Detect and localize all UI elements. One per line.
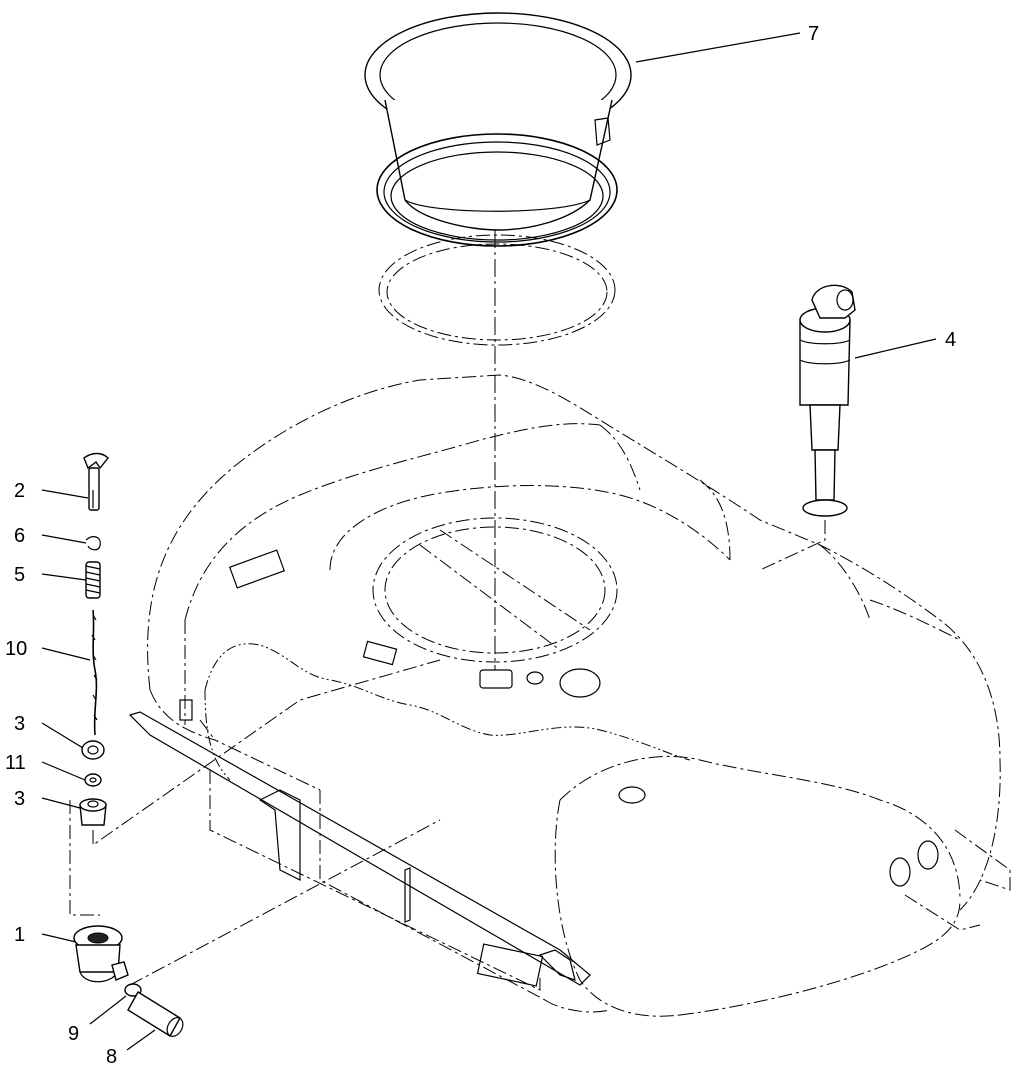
callout-1: 1 — [14, 924, 25, 946]
drain-valve-assembly — [69, 452, 441, 1037]
callout-3-nut: 3 — [14, 713, 25, 735]
callout-numbers: 7 4 2 6 5 10 3 11 3 1 9 8 — [5, 23, 956, 1068]
strainer-basket — [364, 12, 632, 346]
leader-lines — [41, 32, 937, 1051]
callout-8: 8 — [106, 1046, 117, 1068]
callout-6: 6 — [14, 525, 25, 547]
callout-9: 9 — [68, 1023, 79, 1045]
tank-outline — [128, 374, 1011, 1017]
callout-7: 7 — [808, 23, 819, 45]
callout-11: 11 — [5, 752, 26, 774]
callout-3-bushing: 3 — [14, 788, 25, 810]
callout-4: 4 — [945, 329, 956, 351]
callout-10: 10 — [5, 638, 27, 660]
callout-2: 2 — [14, 480, 25, 502]
filler-neck — [759, 284, 856, 571]
spring — [85, 561, 101, 599]
callout-5: 5 — [14, 564, 25, 586]
